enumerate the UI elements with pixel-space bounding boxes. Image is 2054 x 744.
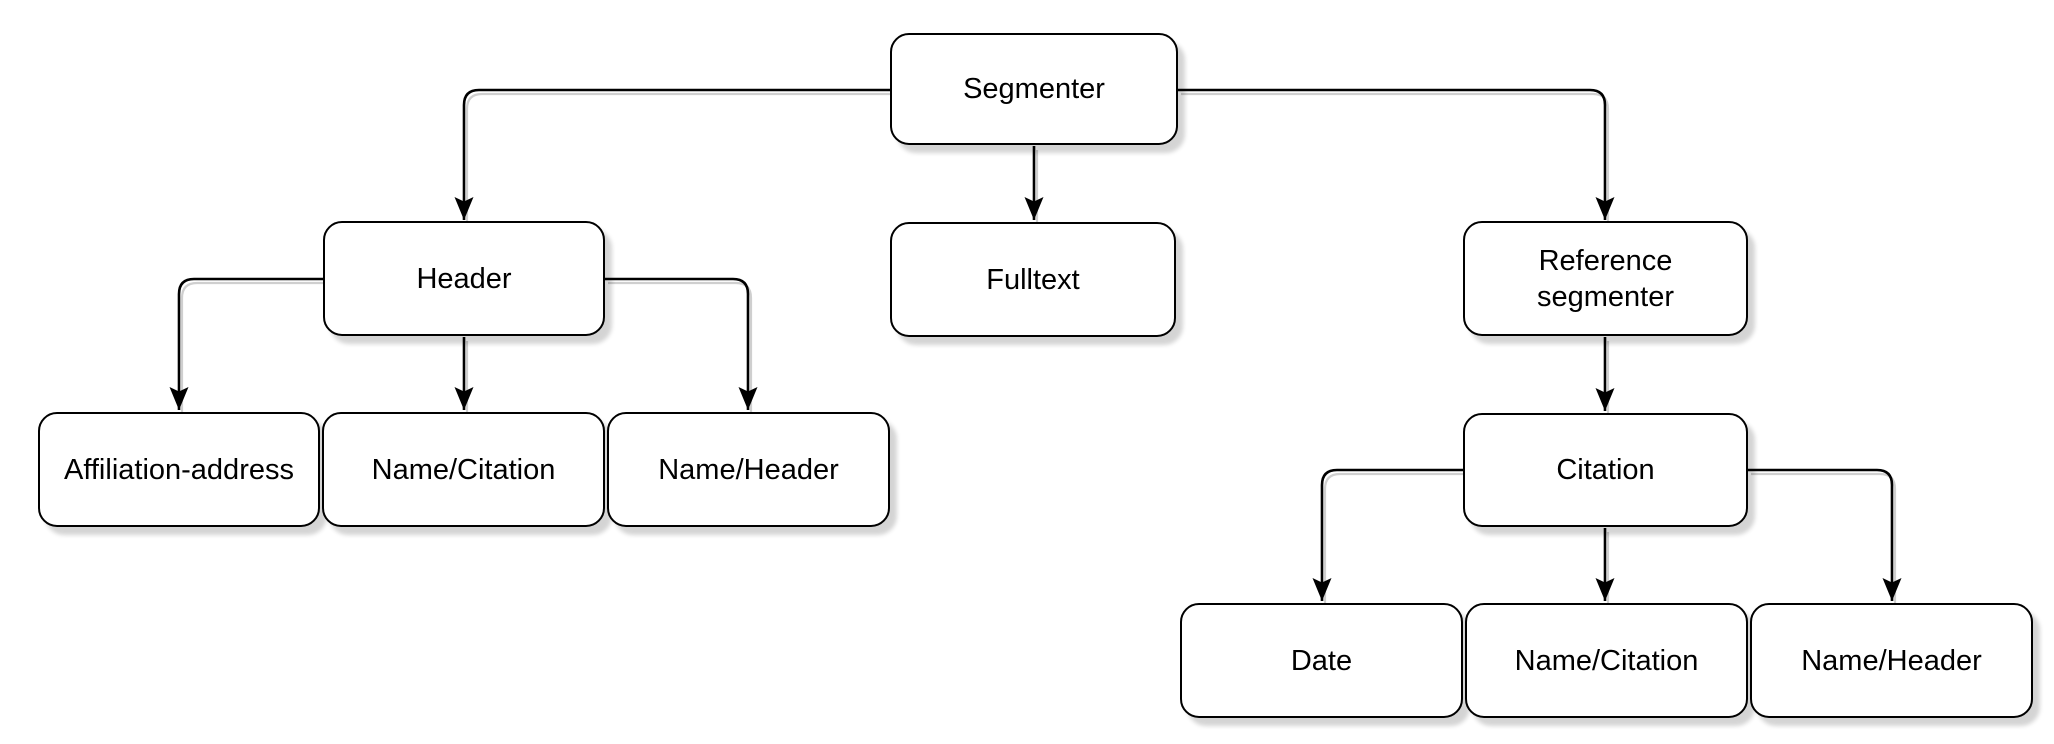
node-affiliation-address-label: Affiliation-address — [64, 453, 294, 486]
node-date: Date — [1180, 603, 1463, 718]
edge-segmenter-reference-segmenter — [1178, 88, 1615, 220]
edge-header-affiliation-address — [169, 277, 323, 410]
node-citation-name-citation-label: Name/Citation — [1514, 644, 1699, 677]
node-header-name-citation: Name/Citation — [322, 412, 605, 527]
edge-shadows — [180, 92, 1897, 605]
node-citation: Citation — [1463, 413, 1748, 527]
node-date-label: Date — [1290, 644, 1353, 677]
edge-header-name-header — [605, 277, 758, 410]
node-reference-segmenter-label: Reference segmenter — [1536, 244, 1674, 313]
node-segmenter: Segmenter — [890, 33, 1178, 145]
node-header: Header — [323, 221, 605, 336]
edge-citation-name-header — [1748, 468, 1902, 601]
node-fulltext: Fulltext — [890, 222, 1176, 337]
node-affiliation-address: Affiliation-address — [38, 412, 320, 527]
node-header-label: Header — [416, 262, 512, 295]
node-header-name-citation-label: Name/Citation — [371, 453, 556, 486]
node-citation-name-header-label: Name/Header — [1801, 644, 1982, 677]
edge-citation-date — [1312, 468, 1463, 601]
edge-segmenter-header — [454, 88, 890, 220]
node-segmenter-label: Segmenter — [963, 73, 1105, 105]
node-citation-name-header: Name/Header — [1750, 603, 2033, 718]
node-header-name-header: Name/Header — [607, 412, 890, 527]
edge-lines — [169, 88, 1902, 601]
node-citation-name-citation: Name/Citation — [1465, 603, 1748, 718]
node-citation-label: Citation — [1556, 454, 1655, 486]
node-fulltext-label: Fulltext — [986, 263, 1080, 296]
node-reference-segmenter: Reference segmenter — [1463, 221, 1748, 336]
node-header-name-header-label: Name/Header — [658, 453, 839, 486]
